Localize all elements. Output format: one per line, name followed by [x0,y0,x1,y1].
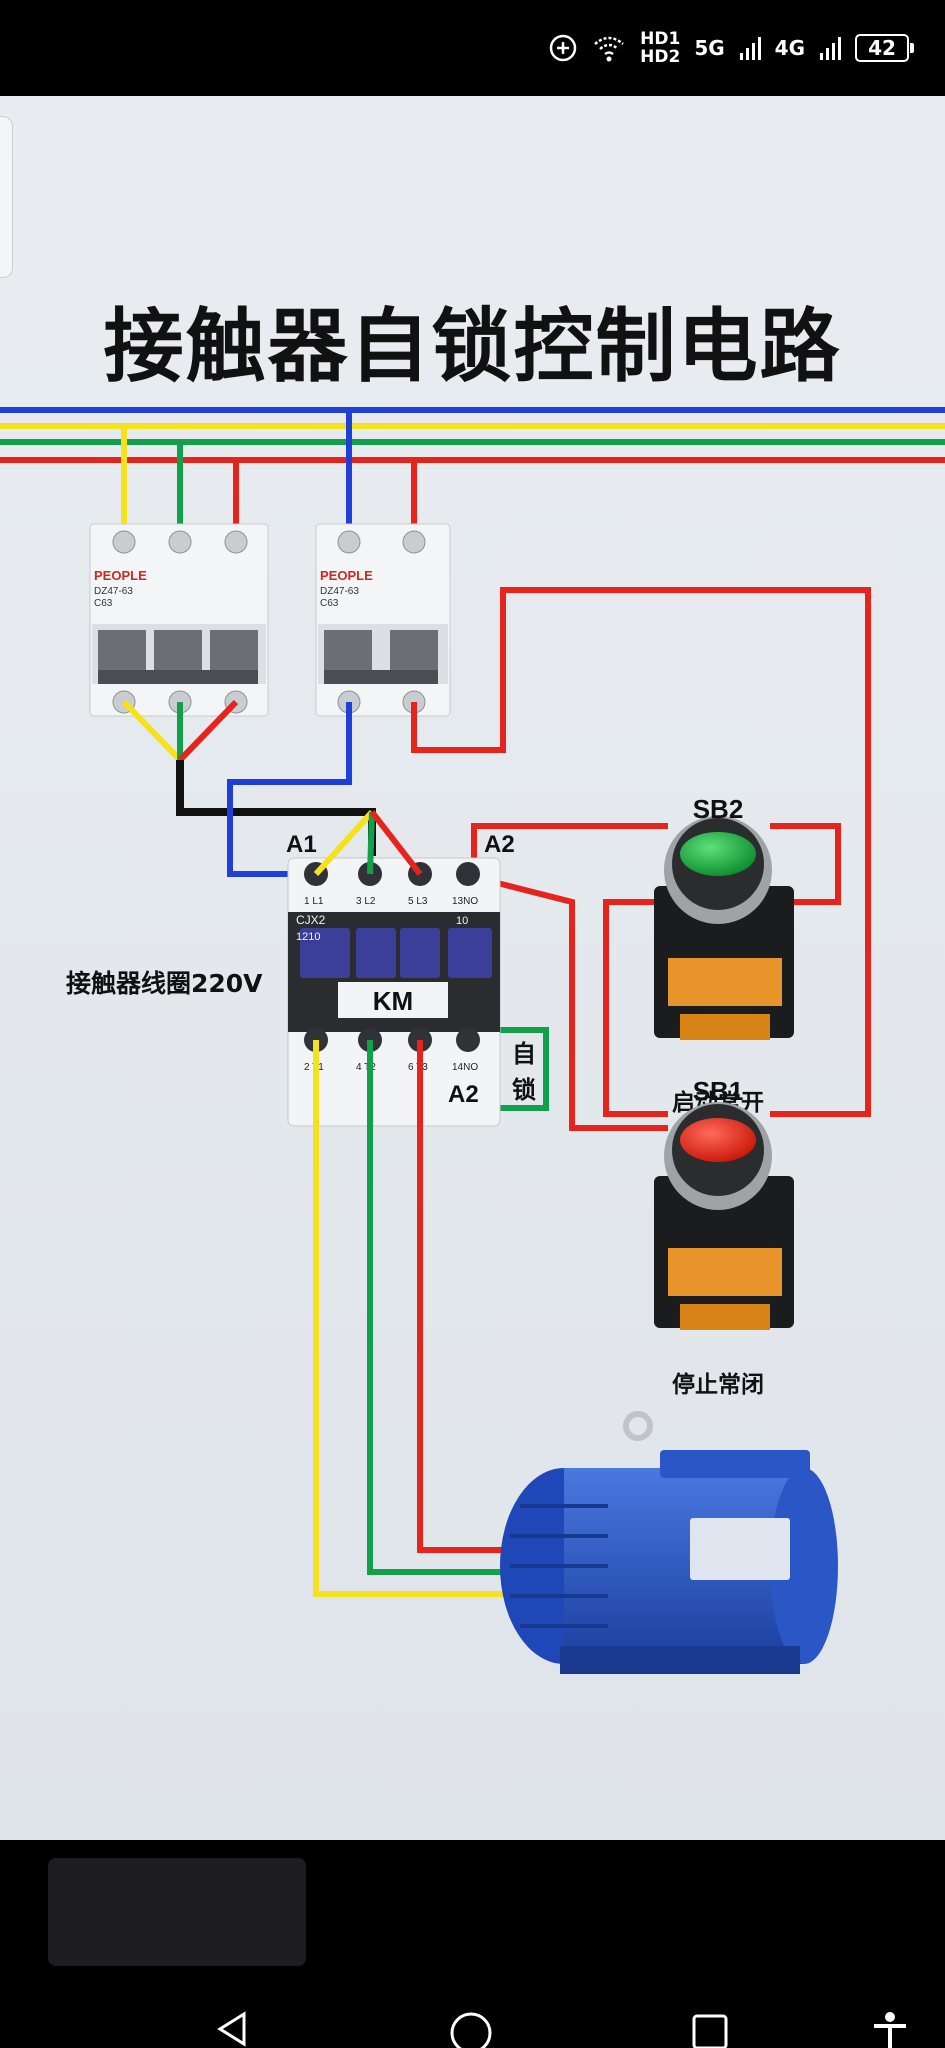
sb2-start-button [654,816,794,1040]
breaker2-model: DZ47-63 [320,586,359,597]
breaker-2p: PEOPLE DZ47-63 C63 [315,523,451,717]
term-14: 14NO [452,1062,478,1073]
contactor-label: KM [373,986,413,1016]
page-title: 接触器自锁控制电路 [103,300,842,393]
diagram-image: PEOPLE DZ47-63 C63 PEOPLE DZ47-63 C63 [0,96,945,1840]
term-1: 1 L1 [304,896,324,907]
wiring-diagram: PEOPLE DZ47-63 C63 PEOPLE DZ47-63 C63 [0,407,945,1674]
home-icon[interactable] [448,2010,494,2048]
breaker2-brand: PEOPLE [320,568,373,583]
breaker1-brand: PEOPLE [94,568,147,583]
status-bar: HD1 HD2 5G 4G 42 [0,0,945,96]
wire-red-13no [461,871,668,1131]
sb1-stop-button [654,1102,794,1330]
breaker1-rating: C63 [94,598,113,609]
a1-label: A1 [286,831,317,858]
a2-label-bottom: A2 [448,1081,479,1108]
a2-label-top: A2 [484,831,515,858]
contactor-model: CJX2 [296,913,326,927]
hd-indicator: HD1 HD2 [640,30,680,66]
contactor-ten: 10 [456,915,468,927]
battery-level: 42 [868,36,896,60]
nav-buttons [0,2010,945,2048]
breaker-feed-wires [121,410,417,542]
wire-blue-a1 [227,702,352,877]
contactor-sub: 1210 [296,931,320,943]
navigation-bar [0,1840,945,2048]
recent-apps-icon[interactable] [690,2010,730,2048]
term-4: 4 T2 [356,1062,376,1073]
breaker1-model: DZ47-63 [94,586,133,597]
network-5g: 5G [694,36,725,60]
motor [500,1411,838,1674]
wire-red-to-sb1 [411,587,871,1117]
wifi-icon [594,36,624,62]
battery-icon: 42 [855,34,914,62]
status-icons: HD1 HD2 5G 4G 42 [548,26,914,70]
self-lock-2: 锁 [512,1076,536,1104]
sb1-label: SB1 [693,1076,744,1106]
back-icon[interactable] [214,2010,250,2048]
hd-top: HD1 [640,29,681,49]
recent-app-thumbnail[interactable] [48,1858,306,1966]
nfc-plus-icon [549,34,577,62]
term-5: 5 L3 [408,896,428,907]
contactor-input-wires [313,809,423,877]
accessibility-icon[interactable] [870,2010,910,2048]
coil-label: 接触器线圈220V [66,969,263,998]
term-3: 3 L2 [356,896,376,907]
sb2-label: SB2 [693,794,744,824]
signal-icon-2 [820,37,841,60]
hd-bottom: HD2 [640,47,681,67]
bus-lines [0,407,945,463]
breaker-3p: PEOPLE DZ47-63 C63 [89,523,269,717]
wire-red-sb2-a2 [471,823,668,866]
network-4g: 4G [774,36,805,60]
signal-icon-1 [739,37,761,60]
self-lock-1: 自 [512,1040,536,1068]
sb1-desc: 停止常闭 [672,1371,764,1398]
breaker2-rating: C63 [320,598,339,609]
term-13: 13NO [452,896,478,907]
